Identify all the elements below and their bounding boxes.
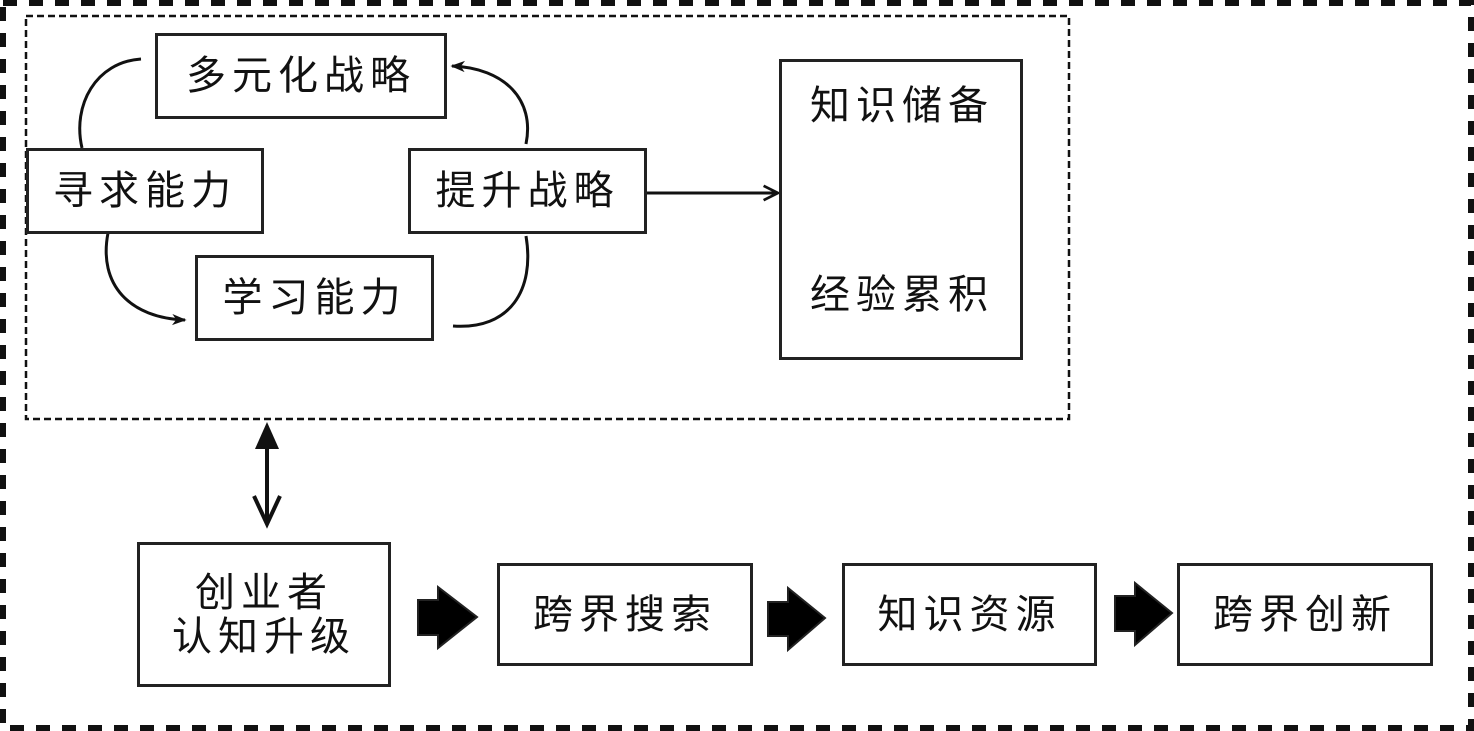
node-seeking-ability: 寻求能力 bbox=[26, 148, 264, 234]
block-arrow-icon-1 bbox=[417, 584, 479, 651]
edge-upgrade-to-diversified bbox=[450, 60, 529, 145]
node-cross-search: 跨界搜索 bbox=[497, 563, 753, 666]
block-arrow-icon-3 bbox=[1114, 580, 1174, 648]
node-label-line1: 创业者 bbox=[195, 569, 333, 616]
node-label: 多元化战略 bbox=[186, 53, 416, 99]
node-label: 学习能力 bbox=[222, 275, 407, 321]
node-learning-ability: 学习能力 bbox=[195, 255, 434, 341]
node-knowledge-resources: 知识资源 bbox=[842, 563, 1097, 666]
edge-learning-to-upgrade bbox=[452, 235, 530, 328]
edge-diversified-to-seeking bbox=[78, 57, 142, 149]
edge-seeking-to-learning bbox=[104, 232, 187, 326]
node-diversified-strategy: 多元化战略 bbox=[155, 33, 447, 119]
node-label: 知识资源 bbox=[877, 591, 1062, 638]
node-label: 跨界创新 bbox=[1213, 591, 1397, 638]
node-label: 寻求能力 bbox=[53, 168, 237, 214]
block-arrow-icon-2 bbox=[767, 585, 827, 653]
node-upgrade-strategy: 提升战略 bbox=[408, 148, 647, 234]
node-knowledge-experience: 知识储备 经验累积 bbox=[779, 59, 1023, 360]
experience-accumulation-label: 经验累积 bbox=[810, 272, 994, 318]
node-entrepreneur-cognition: 创业者 认知升级 bbox=[137, 542, 391, 687]
node-label: 提升战略 bbox=[435, 168, 620, 214]
node-cross-innovation: 跨界创新 bbox=[1177, 563, 1433, 666]
knowledge-reserve-label: 知识储备 bbox=[810, 83, 994, 129]
node-label: 跨界搜索 bbox=[533, 591, 717, 638]
double-arrow-icon bbox=[252, 422, 282, 529]
node-label-line2: 认知升级 bbox=[172, 613, 356, 660]
